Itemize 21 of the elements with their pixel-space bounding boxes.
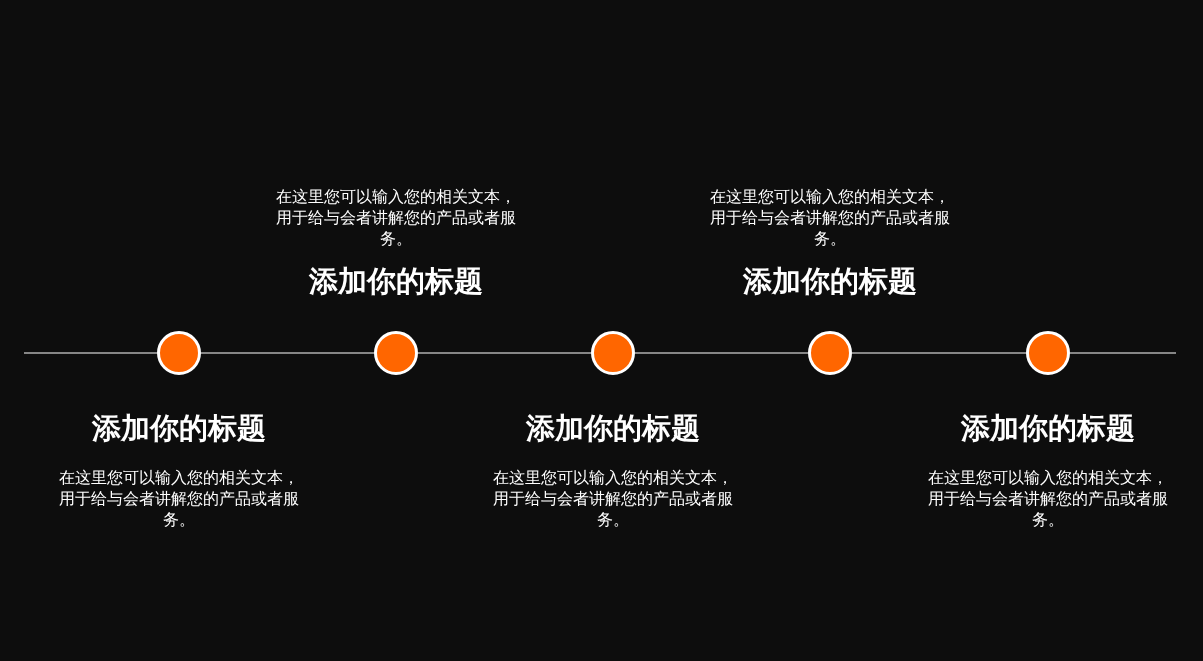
timeline-title: 添加你的标题: [308, 263, 484, 299]
timeline-line: [634, 352, 809, 354]
timeline-title: 添加你的标题: [960, 410, 1136, 446]
timeline-description: 在这里您可以输入您的相关文本，用于给与会者讲解您的产品或者服务。: [276, 186, 516, 249]
timeline-title: 添加你的标题: [525, 410, 701, 446]
timeline-line: [851, 352, 1027, 354]
timeline-title: 添加你的标题: [91, 410, 267, 446]
timeline-line: [1069, 352, 1177, 354]
timeline-line: [23, 352, 158, 354]
timeline-line: [417, 352, 592, 354]
timeline-dot: [1026, 331, 1070, 375]
timeline-dot: [591, 331, 635, 375]
timeline-description: 在这里您可以输入您的相关文本，用于给与会者讲解您的产品或者服务。: [928, 467, 1168, 530]
timeline-description: 在这里您可以输入您的相关文本，用于给与会者讲解您的产品或者服务。: [710, 186, 950, 249]
timeline-description: 在这里您可以输入您的相关文本，用于给与会者讲解您的产品或者服务。: [59, 467, 299, 530]
timeline-title: 添加你的标题: [742, 263, 918, 299]
timeline-description: 在这里您可以输入您的相关文本，用于给与会者讲解您的产品或者服务。: [493, 467, 733, 530]
timeline-dot: [374, 331, 418, 375]
timeline-line: [200, 352, 375, 354]
timeline-dot: [808, 331, 852, 375]
timeline-dot: [157, 331, 201, 375]
